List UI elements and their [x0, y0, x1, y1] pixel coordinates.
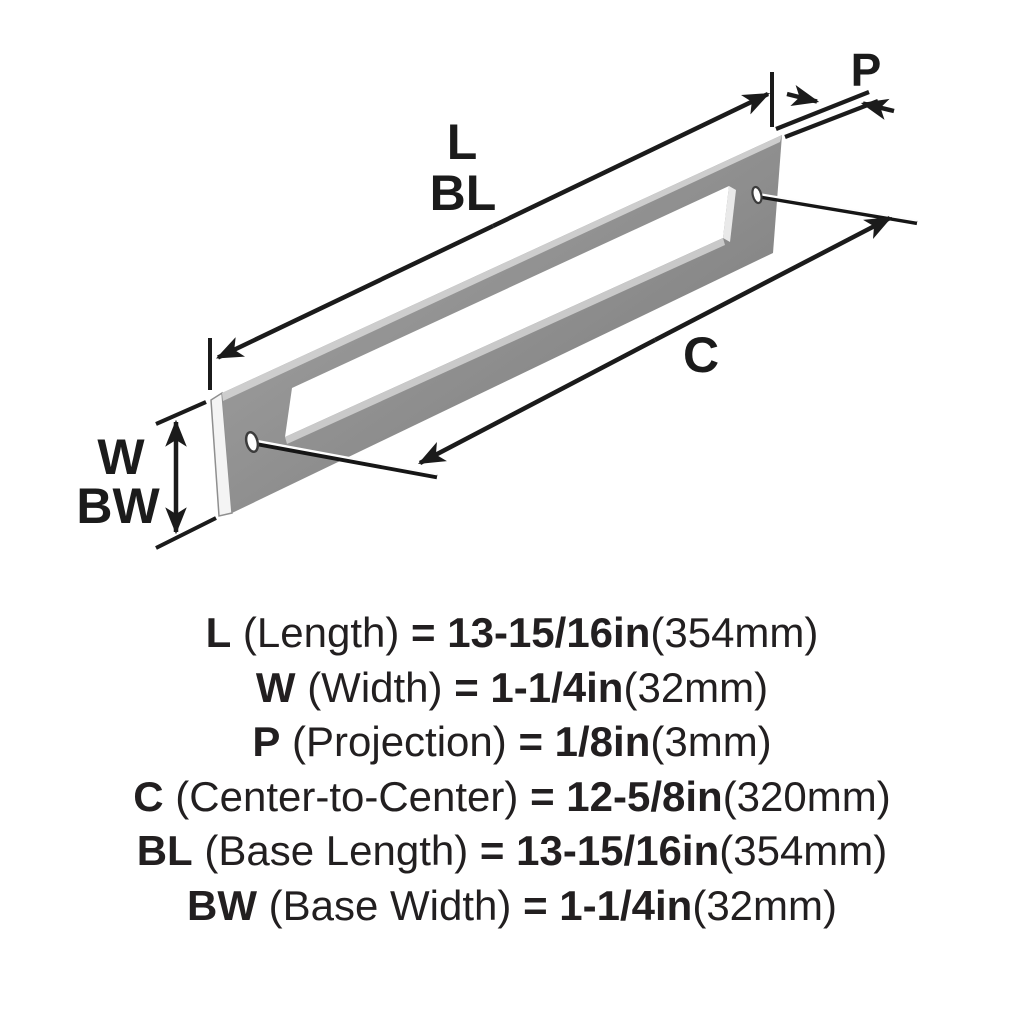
spec-equals: =	[479, 827, 505, 874]
label-BL: BL	[430, 165, 497, 221]
spec-symbol: P	[252, 718, 281, 765]
handle-slot-cutout	[285, 186, 729, 437]
spec-symbol: BW	[187, 881, 257, 929]
handle-top-edge-highlight	[222, 135, 782, 401]
spec-equals: =	[411, 609, 436, 656]
dim-line-L-left-half	[215, 223, 494, 360]
spec-value: 1-1/4in	[559, 881, 693, 929]
right-screw-pin-shadow	[761, 194, 918, 226]
spec-equals: =	[454, 663, 479, 711]
spec-row-length: L (Length) = 13-15/16in(354mm)	[0, 606, 1024, 661]
slot-right-end-face	[723, 186, 736, 242]
label-W: W	[97, 429, 145, 485]
label-L: L	[447, 114, 478, 170]
dim-line-C-right-half	[653, 216, 892, 342]
spec-value: 13-15/16in	[447, 609, 651, 656]
pull-handle-illustration	[210, 135, 918, 517]
spec-row-base-length: BL (Base Length) = 13-15/16in(354mm)	[0, 824, 1024, 879]
spec-metric: (3mm)	[650, 718, 772, 765]
spec-metric: (320mm)	[722, 772, 891, 820]
p-extension-line-front	[775, 90, 870, 131]
label-P: P	[851, 44, 882, 96]
spec-symbol: W	[255, 663, 296, 711]
spec-equals: =	[518, 718, 543, 765]
spec-label: (Length)	[242, 609, 400, 656]
right-screw-pin	[761, 193, 918, 222]
spec-metric: (32mm)	[692, 881, 837, 929]
spec-value: 1-1/4in	[490, 663, 624, 711]
left-screw-pin-shadow	[257, 441, 438, 480]
spec-metric: (32mm)	[623, 663, 769, 711]
dimension-lines	[155, 72, 895, 550]
spec-label: (Base Length)	[204, 827, 469, 874]
spec-metric: (354mm)	[719, 827, 888, 874]
p-arrow-right	[860, 98, 895, 120]
spec-row-base-width: BW (Base Width) = 1-1/4in(32mm)	[0, 879, 1024, 934]
p-arrow-left	[786, 85, 820, 106]
spec-equals: =	[523, 881, 548, 929]
dim-tick-W-bottom	[155, 516, 217, 550]
spec-equals: =	[530, 772, 555, 820]
spec-symbol: BL	[136, 827, 193, 874]
label-C: C	[683, 327, 719, 383]
left-mount-hole	[244, 430, 260, 454]
spec-row-projection: P (Projection) = 1/8in(3mm)	[0, 715, 1024, 770]
dimension-spec-list: L (Length) = 13-15/16in(354mm) W (Width)…	[0, 606, 1024, 933]
spec-symbol: L	[205, 609, 232, 656]
label-BW: BW	[76, 478, 160, 534]
spec-symbol: C	[133, 772, 164, 820]
dim-line-L-right-half	[492, 91, 771, 229]
spec-value: 12-5/8in	[566, 772, 723, 820]
spec-label: (Base Width)	[268, 881, 512, 929]
spec-value: 13-15/16in	[516, 827, 720, 874]
spec-label: (Center-to-Center)	[175, 772, 519, 820]
spec-value: 1/8in	[554, 718, 651, 765]
spec-row-width: W (Width) = 1-1/4in(32mm)	[0, 661, 1024, 716]
slot-bottom-ledge-highlight	[285, 238, 725, 444]
left-screw-pin	[257, 440, 438, 476]
spec-label: (Width)	[307, 663, 443, 711]
dim-tick-W-top	[155, 400, 207, 426]
dim-line-C-left-half	[418, 338, 657, 465]
spec-label: (Projection)	[292, 718, 507, 765]
spec-row-center-to-center: C (Center-to-Center) = 12-5/8in(320mm)	[0, 770, 1024, 825]
right-mount-hole	[751, 185, 763, 205]
spec-metric: (354mm)	[650, 609, 819, 656]
